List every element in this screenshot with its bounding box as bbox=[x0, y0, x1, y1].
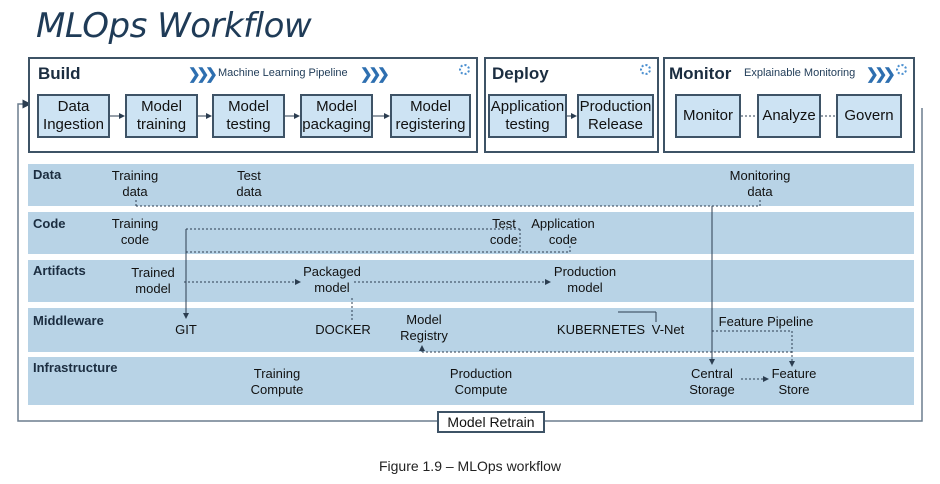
step-analyze: Analyze bbox=[757, 94, 821, 138]
label-application-code: Application code bbox=[531, 216, 595, 247]
chevrons-icon: ❯❯❯ bbox=[866, 66, 896, 83]
step-application-testing: Application testing bbox=[488, 94, 567, 138]
step-model-testing: Model testing bbox=[212, 94, 285, 138]
label-training-code: Training code bbox=[111, 216, 159, 247]
band-artifacts bbox=[28, 260, 914, 302]
step-govern: Govern bbox=[836, 94, 902, 138]
monitor-title: Monitor bbox=[669, 64, 732, 83]
model-retrain-box: Model Retrain bbox=[437, 411, 545, 433]
band-label-middleware: Middleware bbox=[33, 313, 104, 328]
build-subtitle: Machine Learning Pipeline bbox=[218, 67, 348, 79]
label-test-code: Test code bbox=[489, 216, 519, 247]
label-feature-pipeline: Feature Pipeline bbox=[718, 314, 814, 329]
chevrons-icon: ❯❯❯ bbox=[188, 66, 218, 83]
label-feature-store: Feature Store bbox=[771, 366, 817, 397]
label-packaged-model: Packaged model bbox=[303, 264, 361, 295]
deploy-title: Deploy bbox=[492, 64, 549, 83]
label-training-compute: Training Compute bbox=[250, 366, 304, 397]
step-data-ingestion: Data Ingestion bbox=[37, 94, 110, 138]
band-label-infrastructure: Infrastructure bbox=[33, 360, 118, 375]
label-trained-model: Trained model bbox=[131, 265, 175, 296]
step-model-packaging: Model packaging bbox=[300, 94, 373, 138]
band-label-data: Data bbox=[33, 167, 62, 182]
band-label-artifacts: Artifacts bbox=[33, 263, 86, 278]
label-monitoring-data: Monitoring data bbox=[729, 168, 791, 199]
label-kubernetes: KUBERNETES bbox=[556, 322, 646, 337]
chevrons-icon: ❯❯❯ bbox=[360, 66, 390, 83]
band-label-code: Code bbox=[33, 216, 66, 231]
label-production-compute: Production Compute bbox=[449, 366, 513, 397]
label-docker: DOCKER bbox=[315, 322, 371, 337]
label-training-data: Training data bbox=[111, 168, 159, 199]
figure-caption: Figure 1.9 – MLOps workflow bbox=[378, 458, 562, 474]
label-central-storage: Central Storage bbox=[689, 366, 735, 397]
label-production-model: Production model bbox=[553, 264, 617, 295]
diagram-title: MLOps Workflow bbox=[36, 6, 312, 46]
label-git: GIT bbox=[175, 322, 197, 337]
band-middleware bbox=[28, 308, 914, 352]
step-model-registering: Model registering bbox=[390, 94, 471, 138]
step-monitor: Monitor bbox=[675, 94, 741, 138]
band-data bbox=[28, 164, 914, 206]
label-test-data: Test data bbox=[236, 168, 262, 199]
step-model-training: Model training bbox=[125, 94, 198, 138]
build-title: Build bbox=[38, 64, 81, 83]
monitor-subtitle: Explainable Monitoring bbox=[744, 67, 856, 79]
band-code bbox=[28, 212, 914, 254]
label-model-registry: Model Registry bbox=[400, 312, 448, 343]
step-production-release: Production Release bbox=[577, 94, 654, 138]
cycle-icon bbox=[896, 64, 907, 75]
cycle-icon bbox=[640, 64, 651, 75]
cycle-icon bbox=[459, 64, 470, 75]
label-v-net: V-Net bbox=[651, 322, 685, 337]
